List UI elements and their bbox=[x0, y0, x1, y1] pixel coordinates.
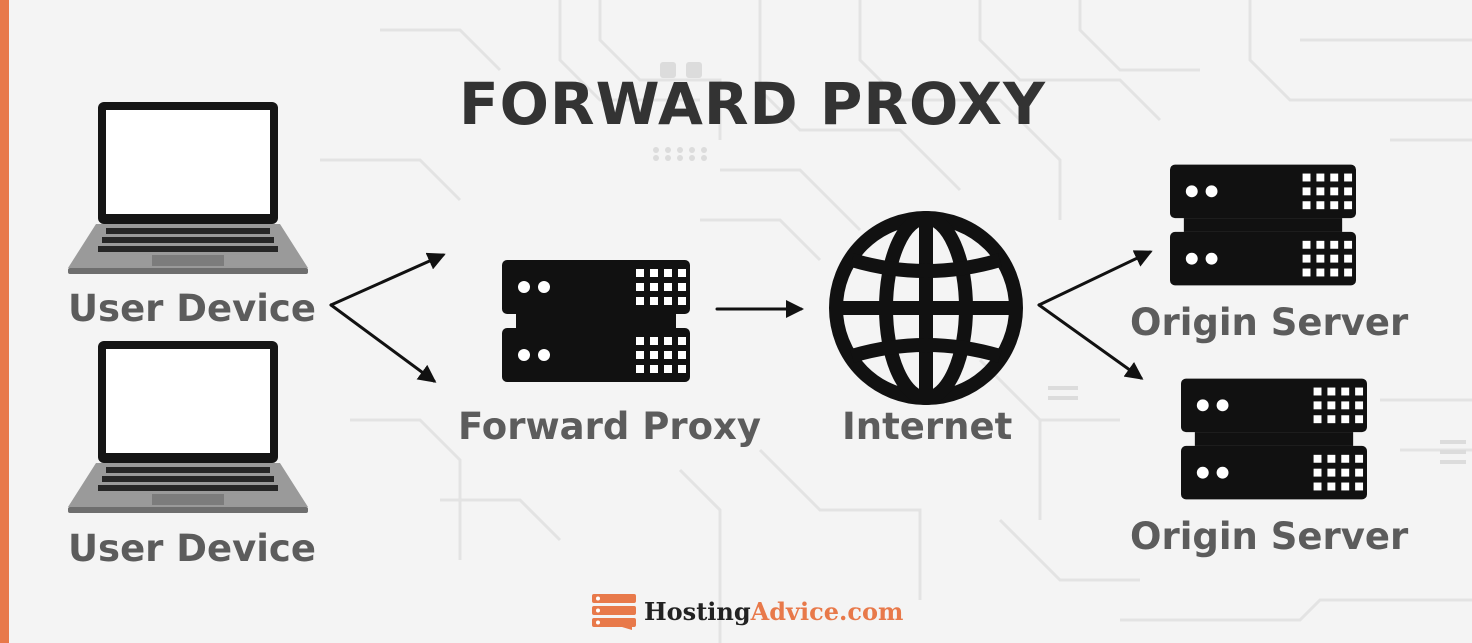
edge-arrow bbox=[1037, 303, 1144, 380]
laptop-icon bbox=[68, 341, 308, 513]
logo-text-advice: Advice.com bbox=[750, 596, 904, 626]
logo-text-hosting: Hosting bbox=[644, 596, 751, 626]
logo-wordmark: HostingAdvice.com bbox=[644, 597, 903, 626]
diagram-title: FORWARD PROXY bbox=[459, 70, 1046, 138]
edge-arrow bbox=[1037, 250, 1153, 307]
server-icon bbox=[1170, 164, 1356, 286]
hostingadvice-logo[interactable]: HostingAdvice.com bbox=[592, 592, 903, 630]
accent-edge-bar bbox=[0, 0, 9, 643]
laptop-icon bbox=[68, 102, 308, 274]
user-device-label: User Device bbox=[68, 287, 316, 330]
origin-server-label: Origin Server bbox=[1130, 301, 1409, 344]
edge-arrow bbox=[329, 303, 437, 383]
server-stack-logo-icon bbox=[592, 594, 636, 630]
origin-server-label: Origin Server bbox=[1130, 515, 1409, 558]
server-icon bbox=[1181, 378, 1367, 500]
server-icon bbox=[502, 260, 690, 382]
globe-icon bbox=[829, 211, 1023, 405]
internet-label: Internet bbox=[842, 405, 1013, 448]
edge-arrow bbox=[329, 252, 446, 307]
forward-proxy-label: Forward Proxy bbox=[458, 405, 761, 448]
user-device-label: User Device bbox=[68, 527, 316, 570]
